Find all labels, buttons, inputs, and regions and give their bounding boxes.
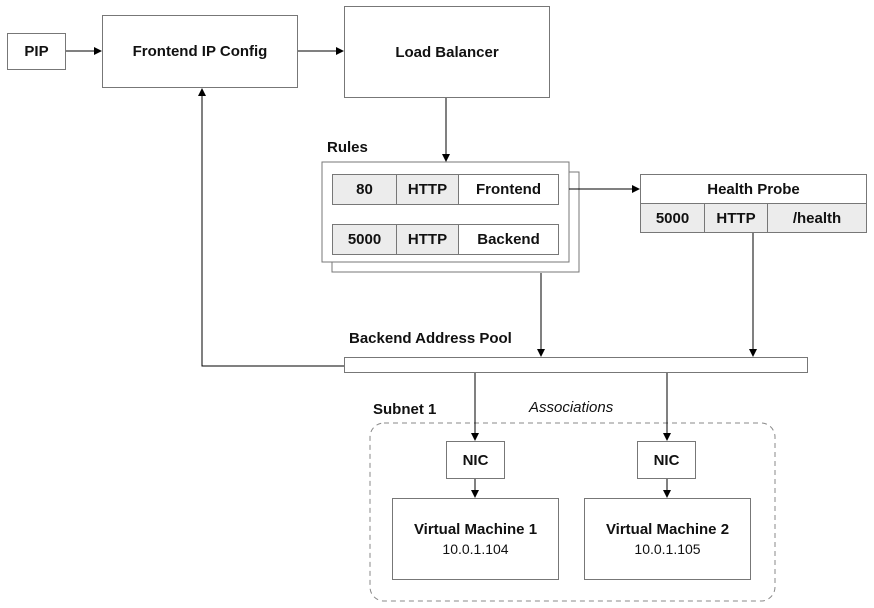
health-probe-port: 5000 bbox=[640, 203, 705, 233]
health-probe-title[interactable]: Health Probe bbox=[640, 174, 867, 204]
subnet-boundary bbox=[369, 422, 776, 602]
associations-label: Associations bbox=[529, 399, 614, 416]
load-balancer-node[interactable]: Load Balancer bbox=[344, 6, 550, 98]
nic-1-node[interactable]: NIC bbox=[446, 441, 505, 479]
health-probe-protocol: HTTP bbox=[704, 203, 768, 233]
pip-label: PIP bbox=[24, 43, 49, 60]
frontend-ip-config-node[interactable]: Frontend IP Config bbox=[102, 15, 298, 88]
vm-2-ip: 10.0.1.105 bbox=[634, 541, 701, 557]
health-probe-path: /health bbox=[767, 203, 867, 233]
nic-1-label: NIC bbox=[462, 451, 489, 469]
rule-1-target: Frontend bbox=[458, 174, 559, 205]
nic-2-label: NIC bbox=[653, 451, 680, 469]
vm-1-ip: 10.0.1.104 bbox=[442, 541, 509, 557]
backend-address-pool-bar[interactable] bbox=[344, 357, 808, 373]
load-balancer-label: Load Balancer bbox=[395, 43, 499, 61]
subnet-title: Subnet 1 bbox=[373, 401, 437, 418]
vm-1-node[interactable]: Virtual Machine 1 10.0.1.104 bbox=[392, 498, 559, 580]
rule-1-protocol: HTTP bbox=[396, 174, 459, 205]
nic-2-node[interactable]: NIC bbox=[637, 441, 696, 479]
vm-1-name: Virtual Machine 1 bbox=[413, 521, 538, 538]
pip-node[interactable]: PIP bbox=[7, 33, 66, 70]
backend-address-pool-label: Backend Address Pool bbox=[349, 330, 512, 347]
rule-2-protocol: HTTP bbox=[396, 224, 459, 255]
frontend-ip-config-label: Frontend IP Config bbox=[132, 43, 268, 60]
rule-2-target: Backend bbox=[458, 224, 559, 255]
vm-2-name: Virtual Machine 2 bbox=[605, 521, 730, 538]
vm-2-node[interactable]: Virtual Machine 2 10.0.1.105 bbox=[584, 498, 751, 580]
rule-1-port: 80 bbox=[332, 174, 397, 205]
rule-2-port: 5000 bbox=[332, 224, 397, 255]
rules-title: Rules bbox=[327, 139, 368, 156]
edge-pool-to-frontend bbox=[198, 88, 344, 367]
